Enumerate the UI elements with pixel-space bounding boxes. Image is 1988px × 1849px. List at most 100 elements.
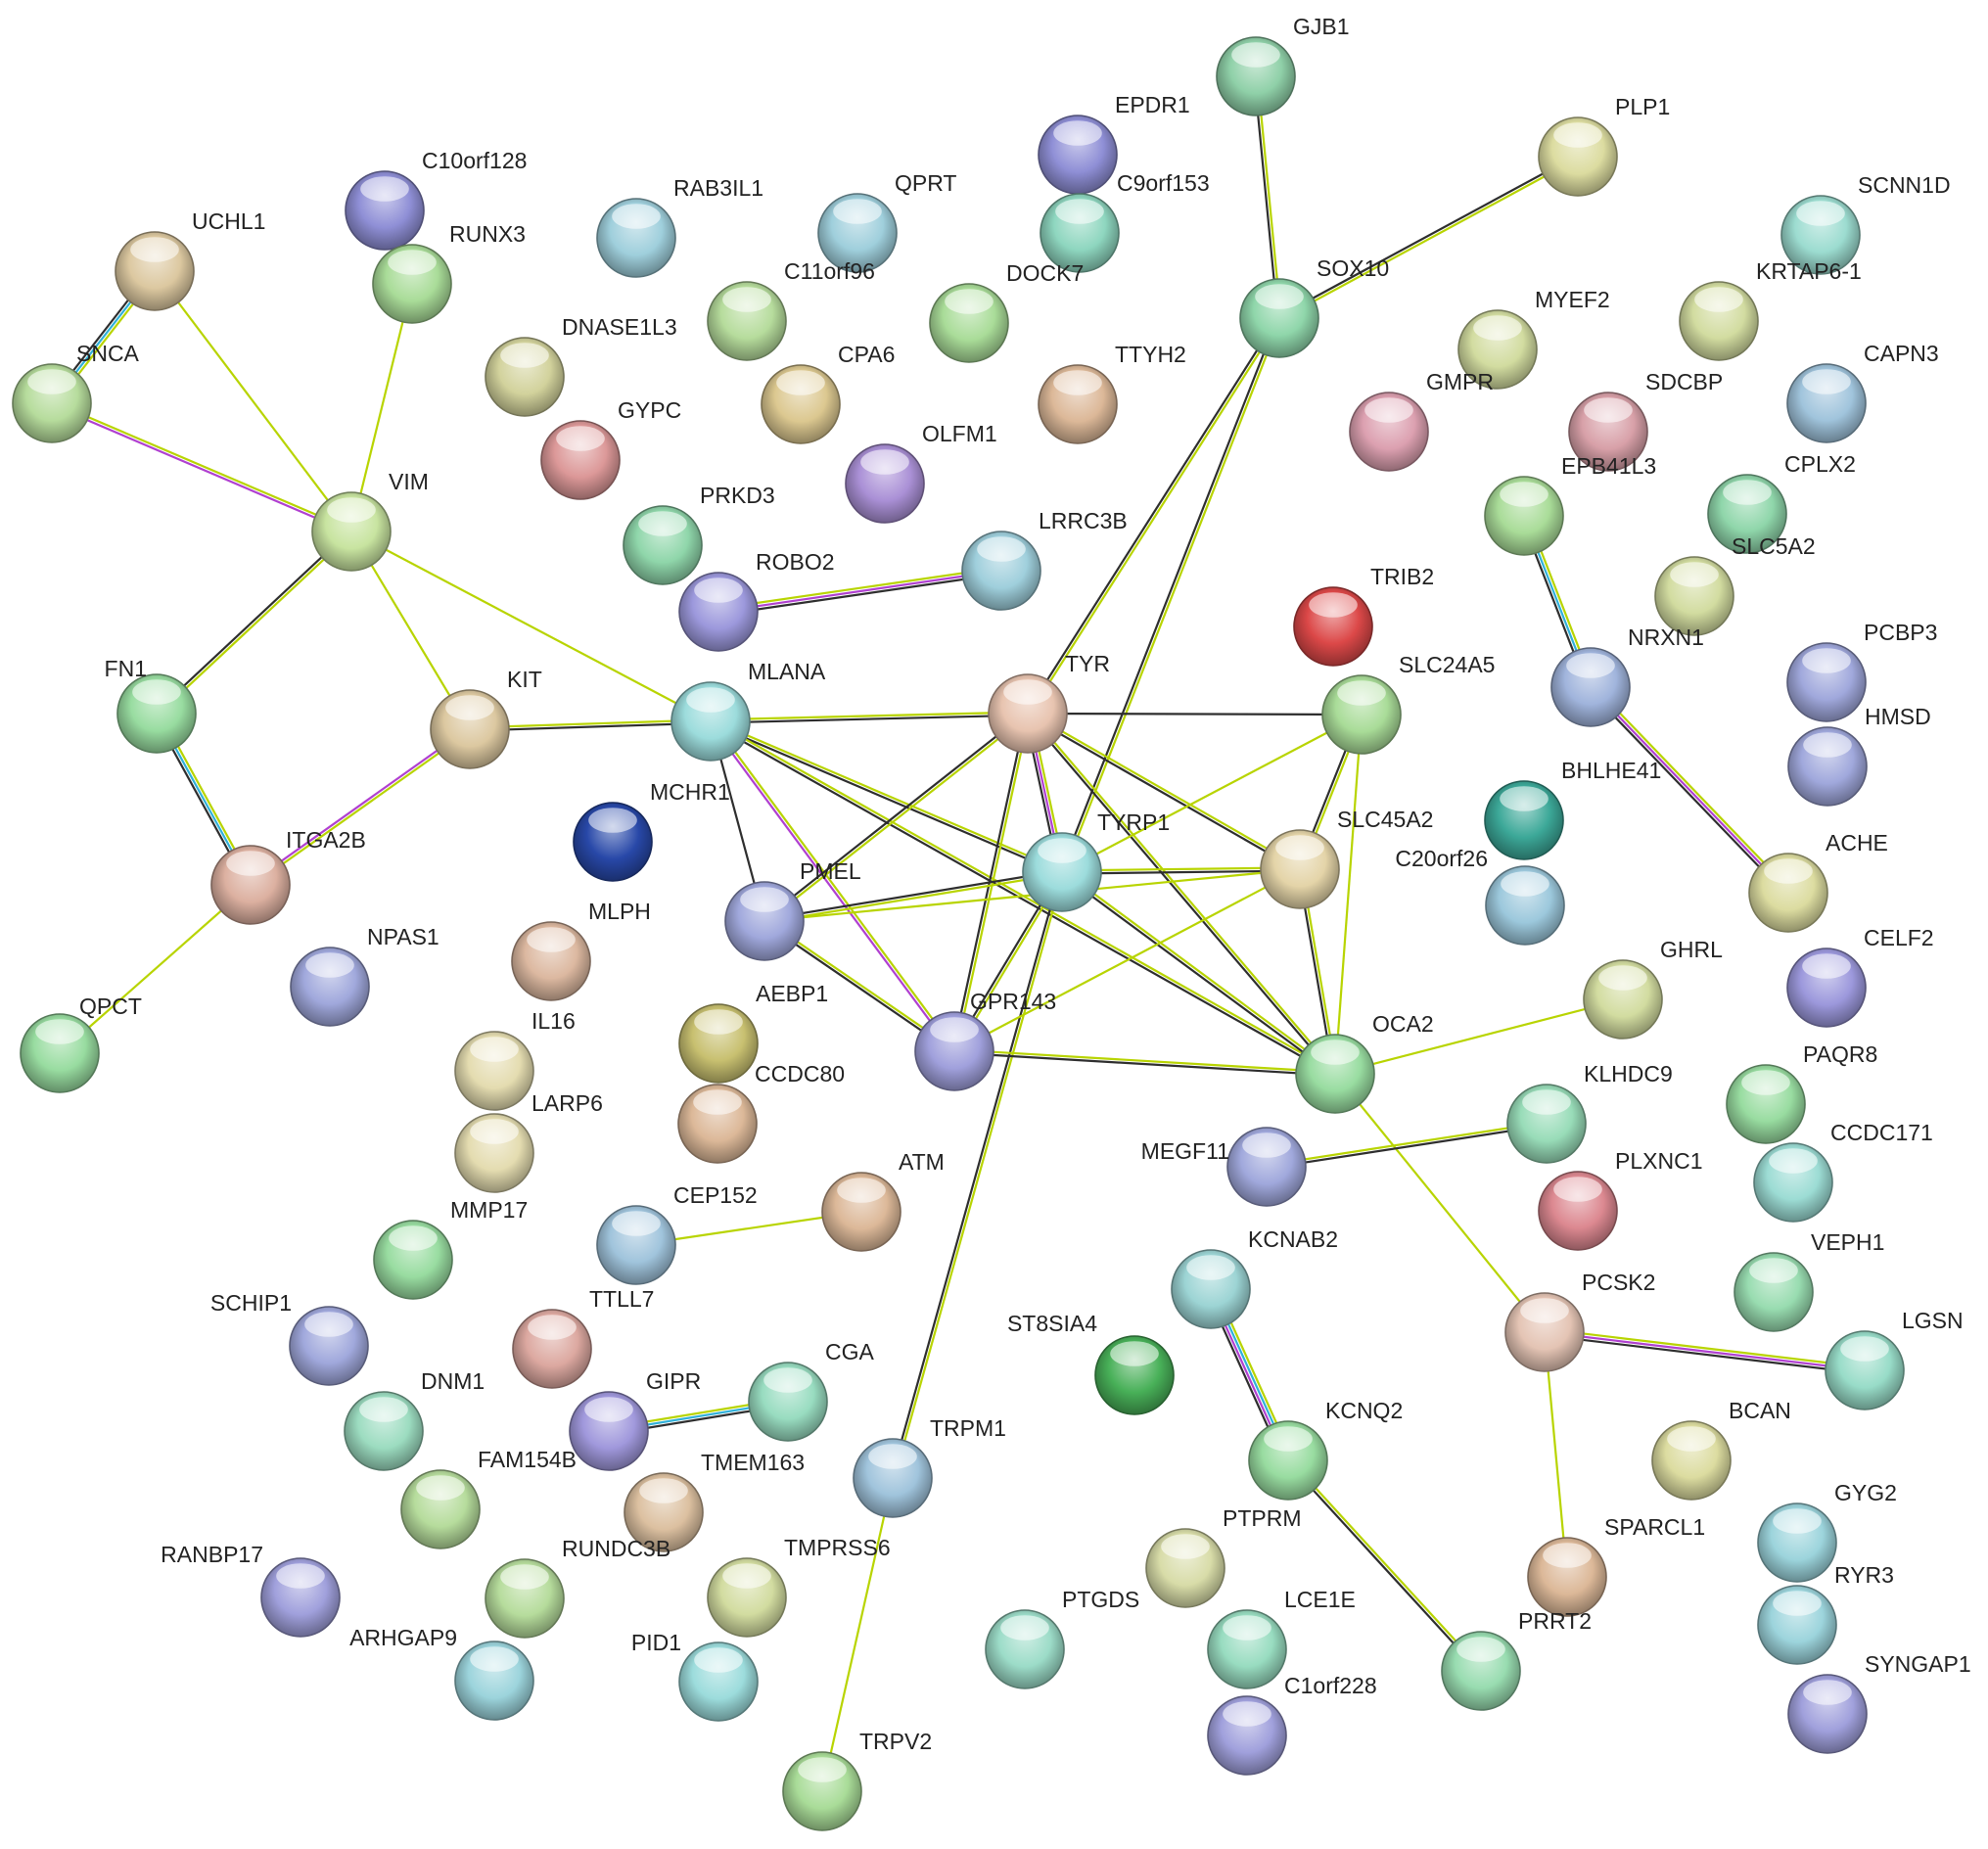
node-C10orf128[interactable]: C10orf128 bbox=[345, 148, 527, 251]
node-BCAN[interactable]: BCAN bbox=[1651, 1398, 1791, 1501]
node-CPA6[interactable]: CPA6 bbox=[761, 342, 895, 444]
node-MLANA[interactable]: MLANA bbox=[670, 659, 826, 762]
node-HMSD[interactable]: HMSD bbox=[1787, 704, 1931, 807]
node-NRXN1[interactable]: NRXN1 bbox=[1550, 624, 1704, 727]
node-TRIB2[interactable]: TRIB2 bbox=[1293, 564, 1434, 667]
node-C11orf96[interactable]: C11orf96 bbox=[707, 258, 875, 361]
node-LGSN[interactable]: LGSN bbox=[1825, 1308, 1964, 1410]
node-RYR3[interactable]: RYR3 bbox=[1757, 1562, 1894, 1665]
node-PCSK2[interactable]: PCSK2 bbox=[1504, 1270, 1655, 1372]
node-NPAS1[interactable]: NPAS1 bbox=[290, 924, 439, 1027]
node-EPB41L3[interactable]: EPB41L3 bbox=[1484, 453, 1656, 556]
node-DNM1[interactable]: DNM1 bbox=[344, 1368, 485, 1471]
node-PRKD3[interactable]: PRKD3 bbox=[623, 483, 775, 585]
node-GPR143[interactable]: GPR143 bbox=[914, 989, 1056, 1091]
node-PID1[interactable]: PID1 bbox=[631, 1630, 759, 1722]
node-C20orf26[interactable]: C20orf26 bbox=[1395, 846, 1565, 946]
node-C9orf153[interactable]: C9orf153 bbox=[1040, 170, 1210, 273]
node-DNASE1L3[interactable]: DNASE1L3 bbox=[485, 314, 677, 417]
node-FN1[interactable]: FN1 bbox=[105, 656, 197, 754]
node-BHLHE41[interactable]: BHLHE41 bbox=[1484, 758, 1661, 860]
node-TTYH2[interactable]: TTYH2 bbox=[1038, 342, 1186, 444]
node-MLPH[interactable]: MLPH bbox=[511, 899, 651, 1001]
node-MCHR1[interactable]: MCHR1 bbox=[573, 779, 730, 882]
node-OCA2[interactable]: OCA2 bbox=[1295, 1011, 1434, 1114]
node-GMPR[interactable]: GMPR bbox=[1349, 369, 1494, 472]
node-TYRP1[interactable]: TYRP1 bbox=[1022, 809, 1170, 912]
node-LCE1E[interactable]: LCE1E bbox=[1207, 1587, 1356, 1689]
node-SYNGAP1[interactable]: SYNGAP1 bbox=[1787, 1651, 1971, 1754]
node-SCNN1D[interactable]: SCNN1D bbox=[1780, 172, 1951, 275]
node-KCNQ2[interactable]: KCNQ2 bbox=[1248, 1398, 1403, 1501]
node-UCHL1[interactable]: UCHL1 bbox=[115, 208, 265, 311]
node-AEBP1[interactable]: AEBP1 bbox=[678, 981, 828, 1084]
node-SPARCL1[interactable]: SPARCL1 bbox=[1527, 1514, 1705, 1617]
edge-strand-text bbox=[1592, 684, 1792, 892]
node-SOX10[interactable]: SOX10 bbox=[1239, 255, 1389, 358]
node-KIT[interactable]: KIT bbox=[430, 667, 542, 769]
node-CPLX2[interactable]: CPLX2 bbox=[1707, 451, 1856, 554]
node-TYR[interactable]: TYR bbox=[988, 651, 1110, 754]
node-VIM[interactable]: VIM bbox=[311, 469, 429, 572]
node-CGA[interactable]: CGA bbox=[748, 1339, 875, 1442]
node-ARHGAP9[interactable]: ARHGAP9 bbox=[349, 1625, 534, 1721]
node-GYG2[interactable]: GYG2 bbox=[1757, 1480, 1897, 1583]
node-C1orf228[interactable]: C1orf228 bbox=[1207, 1673, 1377, 1776]
node-QPCT[interactable]: QPCT bbox=[20, 994, 142, 1093]
node-RAB3IL1[interactable]: RAB3IL1 bbox=[596, 175, 763, 278]
node-TMEM163[interactable]: TMEM163 bbox=[624, 1450, 805, 1552]
node-DOCK7[interactable]: DOCK7 bbox=[929, 260, 1084, 363]
node-PLXNC1[interactable]: PLXNC1 bbox=[1538, 1148, 1702, 1251]
node-CCDC80[interactable]: CCDC80 bbox=[677, 1061, 845, 1164]
node-ST8SIA4[interactable]: ST8SIA4 bbox=[1007, 1311, 1175, 1415]
node-TTLL7[interactable]: TTLL7 bbox=[512, 1286, 654, 1389]
node-CEP152[interactable]: CEP152 bbox=[596, 1182, 758, 1285]
node-EPDR1[interactable]: EPDR1 bbox=[1038, 92, 1190, 195]
node-PCBP3[interactable]: PCBP3 bbox=[1786, 620, 1937, 722]
node-IL16[interactable]: IL16 bbox=[454, 1008, 576, 1111]
node-SCHIP1[interactable]: SCHIP1 bbox=[210, 1290, 369, 1386]
node-KLHDC9[interactable]: KLHDC9 bbox=[1506, 1061, 1673, 1164]
node-ATM[interactable]: ATM bbox=[821, 1149, 945, 1252]
node-GYPC[interactable]: GYPC bbox=[540, 397, 681, 500]
node-SLC5A2[interactable]: SLC5A2 bbox=[1654, 533, 1816, 636]
node-SLC45A2[interactable]: SLC45A2 bbox=[1260, 807, 1433, 909]
node-RUNDC3B[interactable]: RUNDC3B bbox=[485, 1536, 670, 1639]
node-LRRC3B[interactable]: LRRC3B bbox=[961, 508, 1128, 611]
node-SDCBP[interactable]: SDCBP bbox=[1568, 369, 1723, 472]
node-LARP6[interactable]: LARP6 bbox=[454, 1090, 603, 1193]
node-PTGDS[interactable]: PTGDS bbox=[985, 1587, 1139, 1689]
node-SLC24A5[interactable]: SLC24A5 bbox=[1321, 652, 1495, 755]
node-KRTAP6-1[interactable]: KRTAP6-1 bbox=[1679, 258, 1862, 361]
node-highlight bbox=[1456, 1637, 1505, 1662]
node-label: KCNAB2 bbox=[1248, 1226, 1338, 1252]
node-CCDC171[interactable]: CCDC171 bbox=[1753, 1120, 1933, 1223]
node-PMEL[interactable]: PMEL bbox=[724, 858, 861, 961]
node-ITGA2B[interactable]: ITGA2B bbox=[210, 827, 366, 925]
node-RANBP17[interactable]: RANBP17 bbox=[161, 1542, 341, 1638]
node-MEGF11[interactable]: MEGF11 bbox=[1141, 1127, 1307, 1207]
node-QPRT[interactable]: QPRT bbox=[817, 170, 956, 273]
node-FAM154B[interactable]: FAM154B bbox=[400, 1447, 577, 1549]
node-MMP17[interactable]: MMP17 bbox=[373, 1197, 528, 1300]
node-GJB1[interactable]: GJB1 bbox=[1216, 14, 1350, 116]
node-CAPN3[interactable]: CAPN3 bbox=[1786, 341, 1939, 443]
node-PAQR8[interactable]: PAQR8 bbox=[1726, 1041, 1877, 1144]
node-PTPRM[interactable]: PTPRM bbox=[1145, 1505, 1302, 1608]
node-ACHE[interactable]: ACHE bbox=[1748, 830, 1888, 933]
node-GIPR[interactable]: GIPR bbox=[569, 1368, 701, 1471]
node-CELF2[interactable]: CELF2 bbox=[1786, 925, 1934, 1028]
node-MYEF2[interactable]: MYEF2 bbox=[1457, 287, 1610, 390]
node-KCNAB2[interactable]: KCNAB2 bbox=[1171, 1226, 1338, 1329]
node-OLFM1[interactable]: OLFM1 bbox=[845, 421, 997, 524]
node-TRPV2[interactable]: TRPV2 bbox=[782, 1729, 932, 1831]
node-SNCA[interactable]: SNCA bbox=[12, 341, 140, 443]
node-TMPRSS6[interactable]: TMPRSS6 bbox=[707, 1535, 891, 1638]
node-RUNX3[interactable]: RUNX3 bbox=[372, 221, 526, 324]
node-PLP1[interactable]: PLP1 bbox=[1538, 94, 1670, 197]
node-PRRT2[interactable]: PRRT2 bbox=[1441, 1608, 1592, 1711]
node-VEPH1[interactable]: VEPH1 bbox=[1734, 1229, 1884, 1332]
node-TRPM1[interactable]: TRPM1 bbox=[853, 1415, 1006, 1518]
node-GHRL[interactable]: GHRL bbox=[1583, 937, 1723, 1040]
node-ROBO2[interactable]: ROBO2 bbox=[678, 549, 835, 652]
